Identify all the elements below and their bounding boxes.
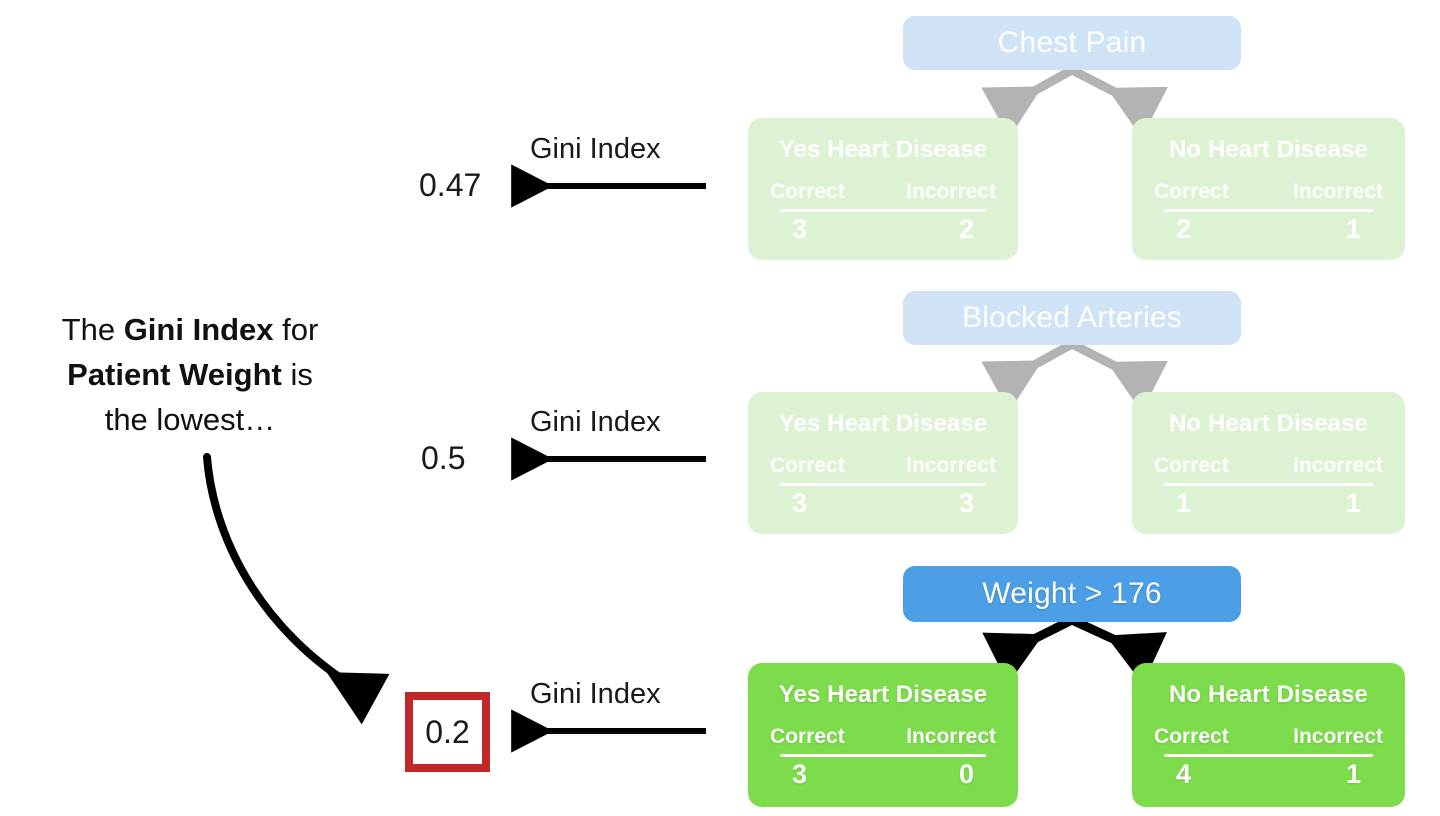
leaf-val-incorrect: 3 — [958, 488, 974, 518]
gini-index-label-2: Gini Index — [530, 406, 661, 438]
decision-node-patient-weight[interactable]: Weight > 176 — [903, 566, 1241, 622]
leaf-divider — [780, 209, 986, 212]
leaf-node-patient-weight-yes[interactable]: Yes Heart Disease Correct Incorrect 3 0 — [748, 663, 1018, 807]
leaf-col-head-correct: Correct — [770, 725, 845, 748]
leaf-val-correct: 3 — [792, 759, 808, 789]
leaf-value-row: 4 1 — [1150, 759, 1387, 790]
decision-node-label: Chest Pain — [997, 26, 1147, 59]
leaf-divider — [1164, 209, 1373, 212]
leaf-table: Correct Incorrect 2 1 — [1150, 180, 1387, 245]
caption-text: The Gini Index for Patient Weight is the… — [10, 308, 370, 443]
leaf-value-row: 2 1 — [1150, 214, 1387, 245]
leaf-node-chest-pain-no[interactable]: No Heart Disease Correct Incorrect 2 1 — [1132, 118, 1405, 260]
caption-line3: the lowest… — [104, 401, 276, 437]
decision-node-label: Weight > 176 — [982, 577, 1162, 610]
leaf-val-incorrect: 2 — [958, 214, 974, 244]
leaf-val-incorrect: 1 — [1345, 759, 1361, 789]
decision-node-chest-pain[interactable]: Chest Pain — [903, 16, 1241, 70]
leaf-col-head-correct: Correct — [770, 454, 845, 477]
leaf-title: Yes Heart Disease — [778, 410, 988, 437]
gini-index-label-3: Gini Index — [530, 678, 661, 710]
leaf-val-incorrect: 1 — [1345, 214, 1361, 244]
leaf-col-head-incorrect: Incorrect — [1293, 454, 1383, 477]
leaf-title: No Heart Disease — [1168, 681, 1369, 708]
decision-node-label: Blocked Arteries — [962, 301, 1182, 334]
leaf-value-row: 3 0 — [766, 759, 1000, 790]
leaf-node-patient-weight-no[interactable]: No Heart Disease Correct Incorrect 4 1 — [1132, 663, 1405, 807]
leaf-divider — [1164, 754, 1373, 757]
caption-curved-arrow — [203, 453, 390, 725]
leaf-divider — [780, 483, 986, 486]
leaf-value-row: 3 3 — [766, 488, 1000, 519]
leaf-node-chest-pain-yes[interactable]: Yes Heart Disease Correct Incorrect 3 2 — [748, 118, 1018, 260]
leaf-node-blocked-arteries-yes[interactable]: Yes Heart Disease Correct Incorrect 3 3 — [748, 392, 1018, 534]
leaf-title: No Heart Disease — [1168, 136, 1369, 163]
leaf-col-head-correct: Correct — [770, 180, 845, 203]
caption-line2-bold: Patient Weight — [67, 356, 282, 392]
leaf-col-head-incorrect: Incorrect — [1293, 725, 1383, 748]
leaf-title: Yes Heart Disease — [778, 681, 988, 708]
gini-index-value-3-highlighted[interactable]: 0.2 — [405, 692, 490, 772]
leaf-col-head-correct: Correct — [1154, 454, 1229, 477]
leaf-table: Correct Incorrect 3 2 — [766, 180, 1000, 245]
leaf-val-incorrect: 1 — [1345, 488, 1361, 518]
leaf-col-head-incorrect: Incorrect — [906, 180, 996, 203]
leaf-col-head-correct: Correct — [1154, 180, 1229, 203]
leaf-table: Correct Incorrect 3 3 — [766, 454, 1000, 519]
branch-arrows-patient-weight — [982, 615, 1167, 685]
leaf-col-head-incorrect: Incorrect — [1293, 180, 1383, 203]
gini-index-value-2: 0.5 — [421, 440, 466, 476]
leaf-head-row: Correct Incorrect — [766, 454, 1000, 478]
leaf-col-head-incorrect: Incorrect — [906, 454, 996, 477]
leaf-value-row: 3 2 — [766, 214, 1000, 245]
leaf-title: No Heart Disease — [1168, 410, 1369, 437]
leaf-head-row: Correct Incorrect — [766, 725, 1000, 749]
branch-arrows-chest-pain — [981, 65, 1168, 139]
leaf-val-correct: 1 — [1176, 488, 1192, 518]
leaf-head-row: Correct Incorrect — [1150, 180, 1387, 204]
leaf-val-incorrect: 0 — [958, 759, 974, 789]
leaf-value-row: 1 1 — [1150, 488, 1387, 519]
leaf-table: Correct Incorrect 3 0 — [766, 725, 1000, 790]
caption-line2-post: is — [281, 356, 313, 392]
leaf-divider — [780, 754, 986, 757]
leaf-val-correct: 3 — [792, 488, 808, 518]
branch-arrows-blocked-arteries — [981, 339, 1168, 413]
gini-index-value-1: 0.47 — [419, 167, 482, 203]
decision-node-blocked-arteries[interactable]: Blocked Arteries — [903, 291, 1241, 345]
leaf-val-correct: 3 — [792, 214, 808, 244]
leaf-val-correct: 4 — [1176, 759, 1192, 789]
leaf-divider — [1164, 483, 1373, 486]
leaf-table: Correct Incorrect 4 1 — [1150, 725, 1387, 790]
leaf-val-correct: 2 — [1176, 214, 1192, 244]
leaf-head-row: Correct Incorrect — [1150, 725, 1387, 749]
leaf-title: Yes Heart Disease — [778, 136, 988, 163]
gini-index-label-1: Gini Index — [530, 133, 661, 165]
leaf-col-head-correct: Correct — [1154, 725, 1229, 748]
leaf-node-blocked-arteries-no[interactable]: No Heart Disease Correct Incorrect 1 1 — [1132, 392, 1405, 534]
caption-line1-pre: The — [61, 312, 124, 347]
leaf-head-row: Correct Incorrect — [1150, 454, 1387, 478]
leaf-col-head-incorrect: Incorrect — [906, 725, 996, 748]
caption-line1-post: for — [273, 312, 319, 347]
leaf-table: Correct Incorrect 1 1 — [1150, 454, 1387, 519]
caption-line1-bold: Gini Index — [123, 312, 274, 347]
leaf-head-row: Correct Incorrect — [766, 180, 1000, 204]
